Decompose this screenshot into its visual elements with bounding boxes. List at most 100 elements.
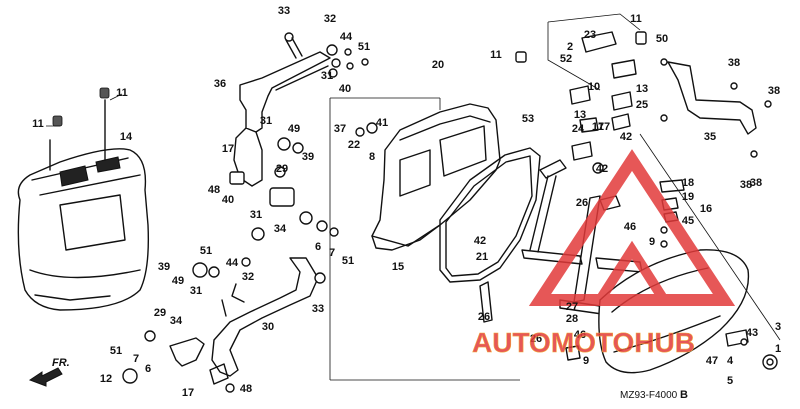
callout-11: 11: [630, 13, 642, 25]
drawing-suffix: B: [680, 389, 688, 401]
hardware-cluster-left: [122, 122, 378, 393]
callout-1: 1: [775, 343, 781, 355]
callout-11: 11: [32, 118, 44, 130]
callout-7: 7: [133, 353, 139, 365]
callout-53: 53: [522, 113, 534, 125]
callout-11: 11: [116, 87, 128, 99]
callout-28: 28: [566, 313, 578, 325]
callout-44: 44: [226, 257, 239, 269]
upper-stay-bracket: [233, 32, 369, 187]
callout-48: 48: [240, 383, 252, 395]
callout-46: 46: [624, 221, 636, 233]
callout-9: 9: [583, 355, 589, 367]
drawing-code: MZ93-F4000: [620, 390, 678, 401]
callout-19: 19: [682, 191, 694, 203]
callout-30: 30: [262, 321, 274, 333]
callout-45: 45: [682, 215, 694, 227]
callout-14: 14: [120, 131, 133, 143]
callout-37: 37: [334, 123, 346, 135]
callout-31: 31: [190, 285, 202, 297]
callout-23: 23: [584, 29, 596, 41]
callout-24: 24: [572, 123, 585, 135]
callout-51: 51: [358, 41, 370, 53]
callout-26: 26: [478, 311, 490, 323]
callout-31: 31: [321, 70, 333, 82]
callout-15: 15: [392, 261, 404, 273]
callout-34: 34: [170, 315, 183, 327]
callout-51: 51: [110, 345, 122, 357]
callout-33: 33: [278, 5, 290, 17]
callout-13: 13: [636, 83, 648, 95]
leader-lines: [46, 13, 781, 381]
callout-52: 52: [560, 53, 572, 65]
callout-29: 29: [154, 307, 166, 319]
callout-38: 38: [740, 179, 752, 191]
callout-42: 42: [596, 163, 608, 175]
callout-31: 31: [260, 115, 272, 127]
callout-3: 3: [775, 321, 781, 333]
callout-18: 18: [682, 177, 694, 189]
callout-12: 12: [100, 373, 112, 385]
callout-49: 49: [172, 275, 184, 287]
callout-11: 11: [490, 49, 502, 61]
callout-40: 40: [222, 194, 234, 206]
callout-7: 7: [329, 247, 335, 259]
front-direction-arrow: [28, 367, 63, 387]
callout-51: 51: [342, 255, 354, 267]
callout-43: 43: [746, 327, 758, 339]
callout-41: 41: [376, 117, 388, 129]
callout-6: 6: [145, 363, 151, 375]
left-saddlebag-shell: [17, 87, 149, 311]
callout-2: 2: [567, 41, 573, 53]
callout-25: 25: [636, 99, 648, 111]
callout-22: 22: [348, 139, 360, 151]
callout-38: 38: [728, 57, 740, 69]
callout-51: 51: [200, 245, 212, 257]
watermark-text: AUTOMOTOHUB: [472, 327, 695, 358]
inner-case: [371, 103, 501, 251]
callout-29: 29: [276, 163, 288, 175]
callout-17: 17: [592, 121, 604, 133]
callout-50: 50: [656, 33, 668, 45]
callout-13: 13: [574, 109, 586, 121]
right-mount-hardware: [515, 31, 772, 174]
callout-6: 6: [315, 241, 321, 253]
callout-42: 42: [620, 131, 632, 143]
callout-31: 31: [250, 209, 262, 221]
callout-26: 26: [530, 333, 542, 345]
inner-rail-frame: [439, 147, 541, 283]
callout-32: 32: [324, 13, 336, 25]
callout-48: 48: [208, 184, 220, 196]
callout-33: 33: [312, 303, 324, 315]
callout-44: 44: [340, 31, 353, 43]
callout-39: 39: [302, 151, 314, 163]
callout-38: 38: [768, 85, 780, 97]
callout-16: 16: [700, 203, 712, 215]
callout-10: 10: [588, 81, 600, 93]
callout-49: 49: [288, 123, 300, 135]
callout-17: 17: [222, 143, 234, 155]
callout-46: 46: [574, 329, 586, 341]
callout-27: 27: [566, 301, 578, 313]
callout-8: 8: [369, 151, 375, 163]
lower-stay-bracket: [169, 257, 319, 385]
callout-35: 35: [704, 131, 716, 143]
callout-20: 20: [432, 59, 444, 71]
callout-42: 42: [474, 235, 486, 247]
direction-label: FR.: [52, 357, 70, 369]
callout-38: 38: [750, 177, 762, 189]
callout-5: 5: [727, 375, 733, 387]
callout-47: 47: [706, 355, 718, 367]
callout-26: 26: [576, 197, 588, 209]
callout-36: 36: [214, 78, 226, 90]
callout-32: 32: [242, 271, 254, 283]
watermark-logo: [528, 149, 736, 306]
callout-34: 34: [274, 223, 287, 235]
callout-4: 4: [727, 355, 734, 367]
callout-17: 17: [182, 387, 194, 399]
callout-21: 21: [476, 251, 488, 263]
